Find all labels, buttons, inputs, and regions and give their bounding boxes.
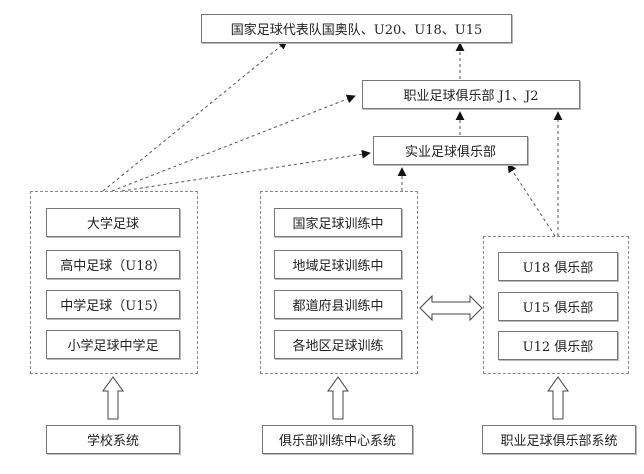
arrow-school-to-national (102, 40, 288, 192)
pro-club-item: U15 俱乐部 (498, 292, 618, 321)
training-item: 地域足球训练中 (274, 250, 402, 279)
arrow-school-to-industrial (121, 149, 371, 192)
arrow-school-to-pro-league (111, 94, 356, 192)
school-item: 小学足球中学足 (46, 330, 180, 359)
hollow-up-arrow-school (102, 376, 124, 420)
pro-club-item: U12 俱乐部 (498, 331, 618, 360)
hollow-up-arrow-training (327, 376, 349, 420)
school-item: 中学足球（U15） (46, 290, 180, 319)
arrow-proclub-to-industrial (507, 163, 556, 237)
hollow-double-arrow (419, 294, 483, 322)
training-center-group (260, 191, 418, 374)
training-item: 国家足球训练中 (274, 208, 402, 237)
industrial-club-box: 实业足球俱乐部 (373, 136, 528, 165)
pro-league-box: 职业足球俱乐部 J1、J2 (362, 80, 580, 109)
school-item: 高中足球（U18） (46, 250, 180, 279)
pro-club-system-label: 职业足球俱乐部系统 (482, 425, 636, 454)
national-team-box: 国家足球代表队国奥队、U20、U18、U15 (201, 14, 512, 43)
training-item: 各地区足球训练 (274, 330, 402, 359)
training-item: 都道府县训练中 (274, 290, 402, 319)
school-system-group (30, 191, 198, 374)
pro-club-group (483, 236, 629, 374)
school-system-label: 学校系统 (46, 425, 180, 454)
training-system-label: 俱乐部训练中心系统 (262, 425, 413, 454)
hollow-up-arrow-proclub (547, 376, 569, 420)
school-item: 大学足球 (46, 208, 180, 237)
pro-club-item: U18 俱乐部 (498, 252, 618, 281)
